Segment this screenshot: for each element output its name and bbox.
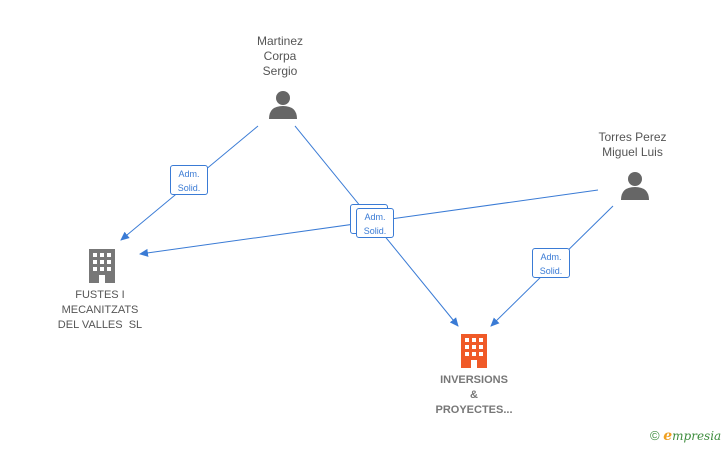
role-badge[interactable]: Adm. Solid.	[356, 208, 394, 238]
copyright-footer: © empresia	[650, 428, 721, 444]
role-badge[interactable]: Adm. Solid.	[170, 165, 208, 195]
role-badge[interactable]: Adm. Solid.	[532, 248, 570, 278]
company-name-inversions: INVERSIONS & PROYECTES...	[435, 374, 513, 416]
person-icon[interactable]	[268, 89, 298, 119]
person-name-martinez: Martinez Corpa Sergio	[256, 34, 303, 78]
company-name-fustes: FUSTES I MECANITZATS DEL VALLES SL	[57, 289, 143, 331]
building-icon[interactable]	[459, 334, 489, 368]
building-icon[interactable]	[87, 249, 117, 283]
person-icon[interactable]	[620, 170, 650, 200]
brand-logo[interactable]: empresia	[663, 428, 722, 444]
person-name-torres: Torres Perez Miguel Luis	[598, 130, 667, 159]
copyright-icon: ©	[650, 428, 660, 443]
